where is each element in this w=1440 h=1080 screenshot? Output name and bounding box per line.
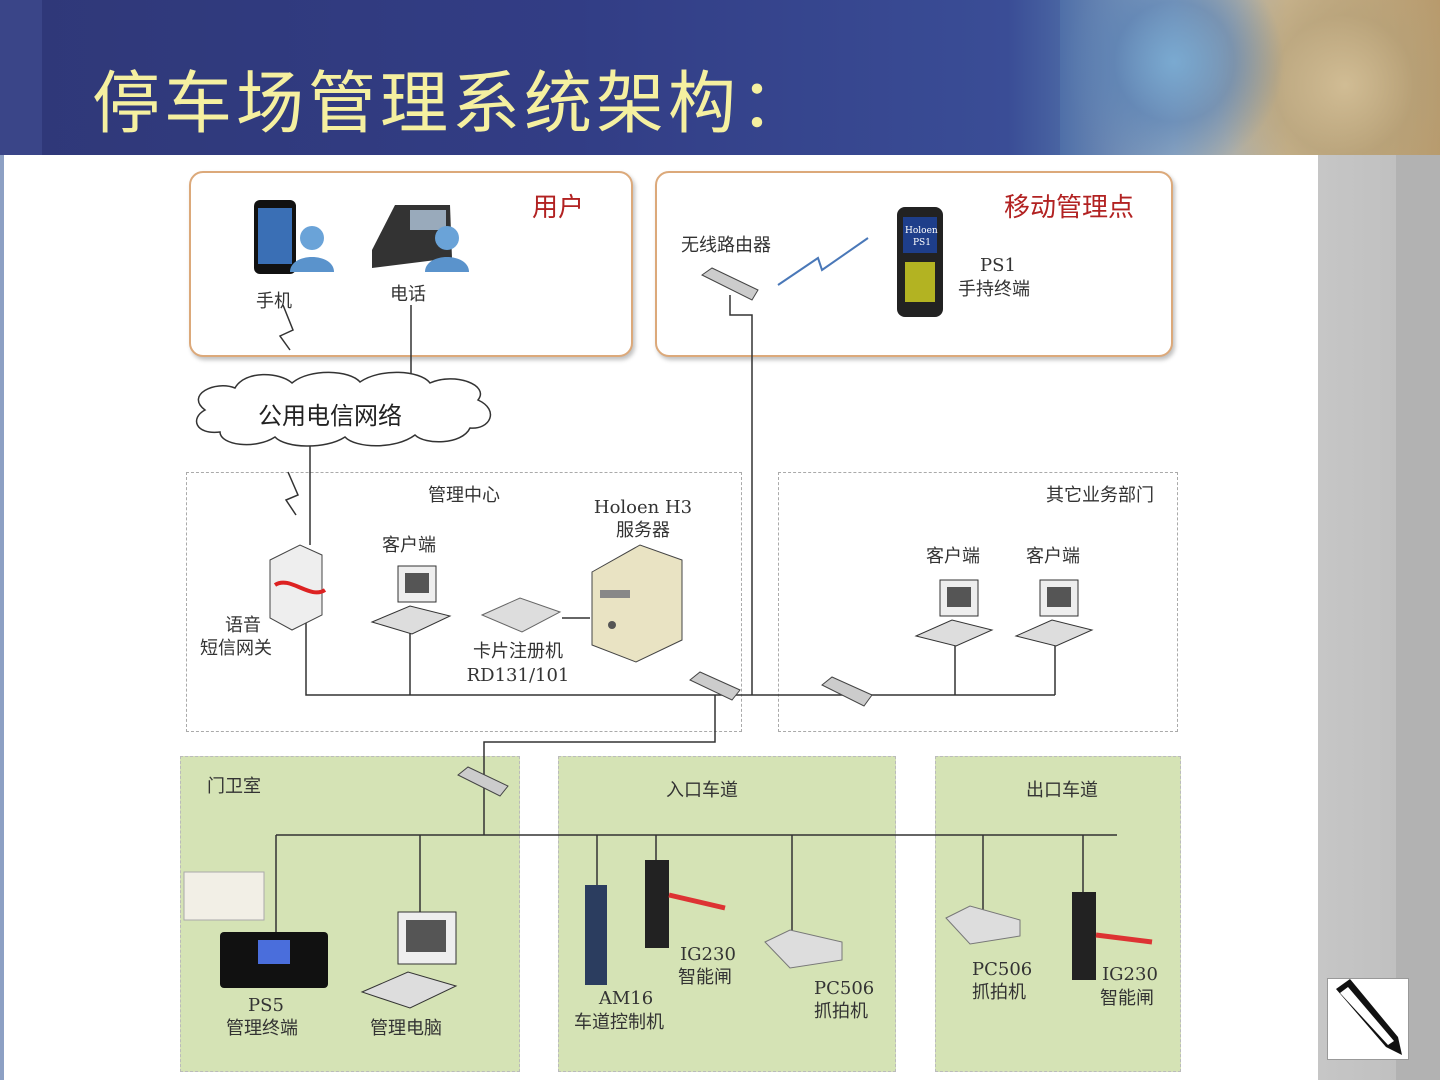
computer-icon [360,911,458,1009]
computer-icon [1014,579,1094,647]
controller-model-label: AM16 [598,988,654,1009]
barrier-gate-icon [645,860,726,948]
gateway-label-1: 语音 [225,615,261,636]
phone-icon [254,200,296,274]
other-departments-zone [778,472,1178,732]
other-client2-label: 客户端 [1026,546,1080,567]
computer-icon [370,565,452,635]
card-reader-icon [480,597,562,633]
router-label: 无线路由器 [681,235,771,256]
guard-terminal-model-label: PS5 [248,995,284,1016]
exit-lane-title: 出口车道 [1026,780,1098,801]
card-reader-label: 卡片注册机 [473,641,563,662]
other-dept-title: 其它业务部门 [1046,485,1154,506]
pencil-icon[interactable] [1327,978,1409,1060]
other-client1-label: 客户端 [926,546,980,567]
lane-controller-icon [585,885,607,985]
guard-room-title: 门卫室 [207,776,261,797]
users-box-title: 用户 [532,193,585,223]
exit-gate-label: 智能闸 [1100,988,1154,1009]
header-decorative-image [1060,0,1440,155]
header-stripe [0,0,42,155]
phone-wireless-link [278,304,294,351]
left-border [0,155,4,1080]
entry-gate-model-label: IG230 [680,944,736,965]
entry-camera-label: 抓拍机 [814,1001,868,1022]
entry-camera-model-label: PC506 [814,978,875,999]
server-name-label: Holoen H3 [593,497,693,518]
exit-camera-label: 抓拍机 [972,982,1026,1003]
field-feeder-line [483,695,716,835]
exit-gate-model-label: IG230 [1102,964,1158,985]
gateway-wireless-link [284,471,299,516]
barrier-gate-icon [1072,892,1153,980]
handheld-terminal-icon [897,207,943,317]
right-sidebar-edge [1396,155,1440,1080]
gateway-label-2: 短信网关 [200,638,272,659]
telephone-label: 电话 [390,284,426,305]
router-icon [701,267,759,301]
server-icon [591,544,683,663]
computer-icon [914,579,994,647]
entry-lane-zone [558,756,896,1072]
slide-title: 停车场管理系统架构： [92,65,813,144]
desk-phone-icon [372,205,452,268]
switch-icon [457,766,509,797]
entry-lane-title: 入口车道 [666,780,738,801]
user-icon [290,226,334,272]
server-label: 服务器 [616,520,670,541]
exit-camera-model-label: PC506 [972,959,1033,980]
center-bus-line [305,612,1055,696]
entry-gate-label: 智能闸 [678,967,732,988]
handheld-brand-text: Holoen [905,226,938,236]
guard-pc-label: 管理电脑 [370,1018,442,1039]
cloud-label: 公用电信网络 [258,402,402,430]
wireless-signal-icon [777,237,869,286]
terminal-device-icon [220,932,328,988]
handheld-model-text: PS1 [913,238,931,248]
switch-icon [821,676,873,707]
management-center-zone [186,472,742,732]
phone-label: 手机 [256,291,292,312]
handheld-model-label: PS1 [980,255,1016,276]
router-backbone-line [729,295,753,695]
camera-icon [764,929,843,969]
guard-terminal-label: 管理终端 [226,1018,298,1039]
handheld-label: 手持终端 [958,279,1030,300]
center-client-label: 客户端 [382,535,436,556]
camera-icon [945,905,1021,945]
card-image-icon [183,871,265,921]
controller-label: 车道控制机 [574,1012,664,1033]
cloud-icon [195,371,492,447]
card-reader-model-label: RD131/101 [466,665,570,686]
user-icon [425,226,469,272]
gateway-icon [269,544,327,631]
mobile-box-title: 移动管理点 [1004,193,1135,223]
switch-icon [689,671,741,701]
center-title: 管理中心 [428,485,500,506]
